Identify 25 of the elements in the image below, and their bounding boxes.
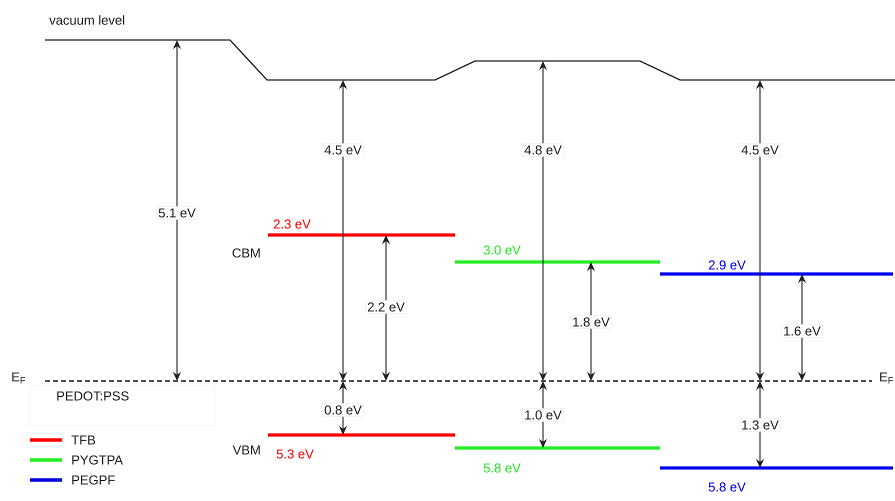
legend-label: PEGPF <box>72 475 115 485</box>
legend-label: PYGTPA <box>72 455 123 465</box>
energy-value-label: 2.9 eV <box>708 260 746 270</box>
band-label: CBM <box>232 248 260 258</box>
energy-label: 1.8 eV <box>570 315 612 329</box>
energy-value-label: 3.0 eV <box>484 245 521 255</box>
energy-label: 2.2 eV <box>365 300 407 314</box>
energy-label: 1.0 eV <box>522 408 564 422</box>
legend-label: TFB <box>72 436 96 444</box>
energy-label: 4.5 eV <box>322 143 364 157</box>
layer-label: PEDOT:PSS <box>57 391 129 401</box>
energy-value-label: 5.8 eV <box>708 482 746 492</box>
energy-label: 4.5 eV <box>739 143 781 157</box>
energy-label: 4.8 eV <box>522 143 564 157</box>
band-label: VBM <box>232 446 260 454</box>
energy-value-label: 5.3 eV <box>276 449 314 459</box>
energy-label: 5.1 eV <box>156 206 198 220</box>
energy-value-label: 2.3 eV <box>274 219 311 229</box>
level-label: vacuum level <box>49 15 124 25</box>
energy-label: 0.8 eV <box>322 403 364 417</box>
energy-value-label: 5.8 eV <box>484 463 521 473</box>
energy-label: 1.3 eV <box>739 418 781 432</box>
fermi-level-label: E$_{F}$ <box>12 372 26 384</box>
fermi-level-label: E$_{F}$ <box>880 372 893 384</box>
energy-label: 1.6 eV <box>781 324 823 338</box>
